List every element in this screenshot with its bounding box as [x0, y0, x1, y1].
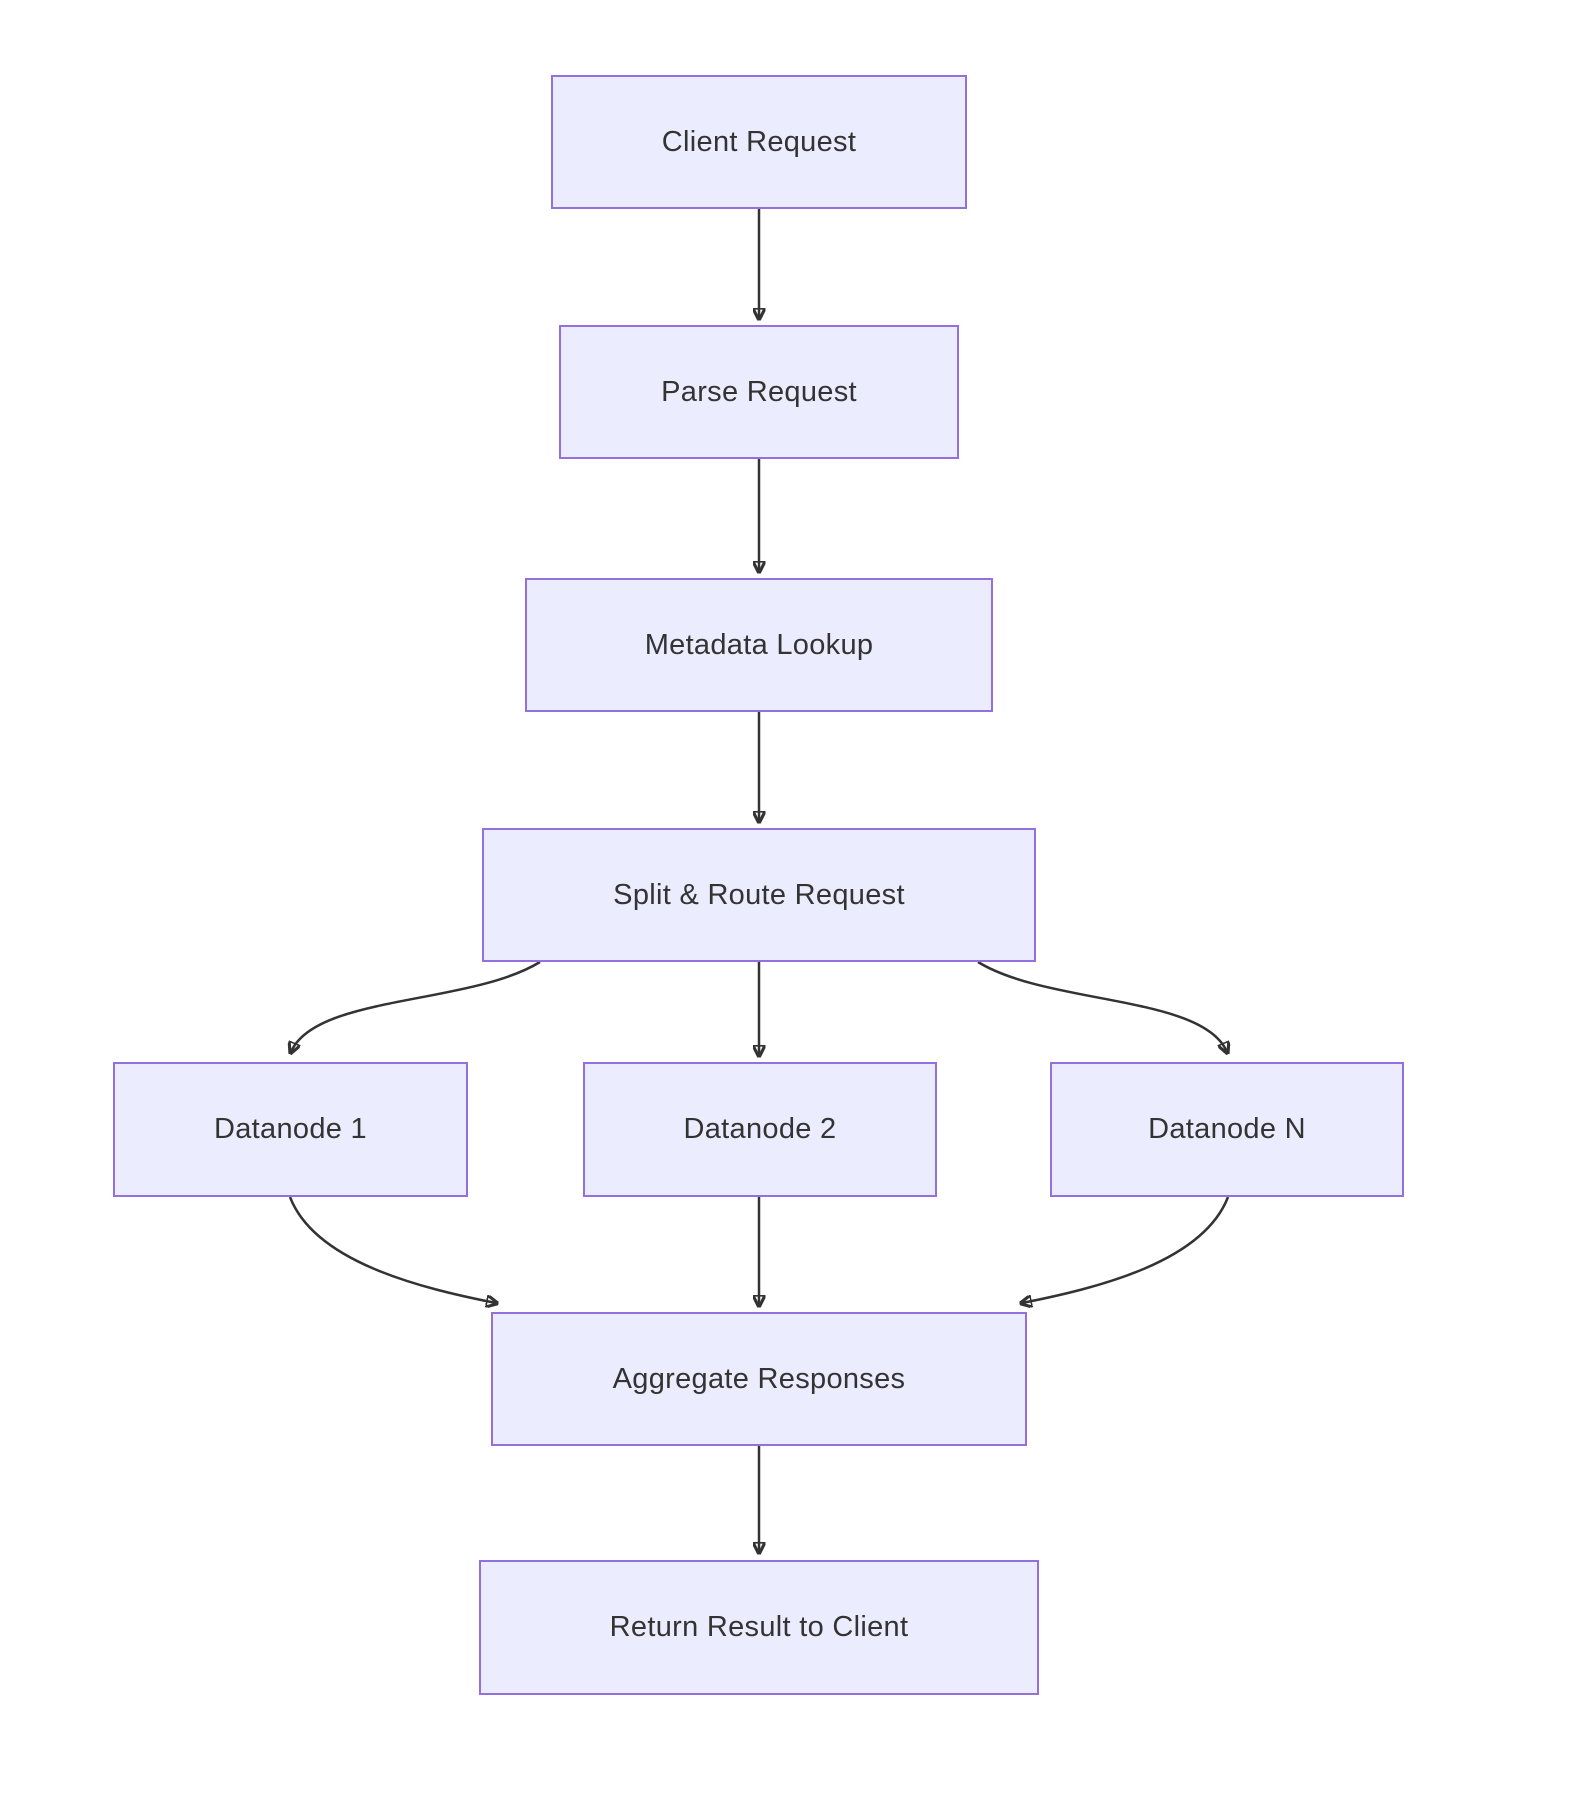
node-label: Datanode 2 — [683, 1113, 837, 1145]
edge-split-to-datanodeN — [977, 960, 1227, 1052]
node-label: Split & Route Request — [613, 878, 905, 911]
node-label: Metadata Lookup — [644, 628, 874, 661]
edge-split-to-datanode1 — [291, 960, 541, 1052]
node-datanode-2: Datanode 2 — [583, 1062, 937, 1197]
node-return-result-to-client: Return Result to Client — [479, 1560, 1039, 1695]
node-label: Client Request — [661, 125, 857, 158]
node-datanode-n: Datanode N — [1050, 1062, 1404, 1197]
node-label: Datanode 1 — [214, 1113, 367, 1145]
node-parse-request: Parse Request — [559, 325, 959, 459]
node-split-route-request: Split & Route Request — [482, 828, 1036, 962]
node-label: Parse Request — [661, 375, 857, 408]
node-aggregate-responses: Aggregate Responses — [491, 1312, 1027, 1446]
node-client-request: Client Request — [551, 75, 967, 209]
edge-datanode1-to-aggregate — [288, 1196, 496, 1303]
node-label: Datanode N — [1148, 1113, 1306, 1145]
node-metadata-lookup: Metadata Lookup — [525, 578, 993, 712]
node-label: Aggregate Responses — [612, 1362, 906, 1395]
node-label: Return Result to Client — [609, 1611, 909, 1643]
node-datanode-1: Datanode 1 — [113, 1062, 468, 1197]
edge-datanodeN-to-aggregate — [1022, 1196, 1230, 1303]
